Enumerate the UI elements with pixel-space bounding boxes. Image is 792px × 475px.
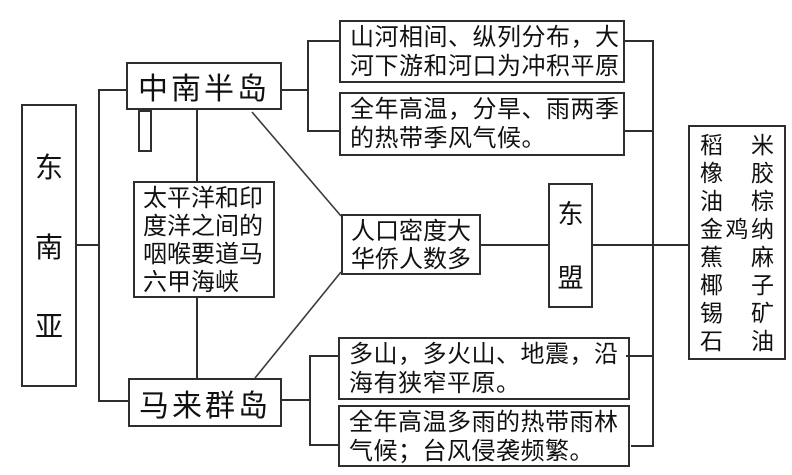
- product-item: 石油: [700, 329, 774, 354]
- connector-bracket-bottom: [309, 355, 311, 446]
- feature-line: 全年高温，分旱、雨两季: [350, 97, 620, 123]
- node-asean: 东 盟: [548, 183, 593, 308]
- node-southeast-asia-char: 亚: [34, 312, 63, 344]
- product-item: 油棕: [700, 189, 774, 214]
- connector-peninsula-strait: [196, 110, 198, 182]
- feature-line: 的热带季风气候。: [350, 126, 546, 152]
- product-item: 稻米: [700, 133, 774, 158]
- node-southeast-asia: 东 南 亚: [21, 104, 77, 387]
- node-peninsula-terrain: 山河相间、纵列分布，大 河下游和河口为冲积平原: [339, 20, 625, 83]
- product-item: 金鸡纳: [700, 217, 774, 242]
- node-southeast-asia-char: 东: [34, 152, 63, 184]
- node-malay-archipelago: 马来群岛: [128, 378, 282, 427]
- connector-archipelago-bracket: [281, 399, 311, 401]
- connector-terrain2-righttrunk: [626, 355, 654, 357]
- population-line: 华侨人数多: [351, 247, 471, 273]
- strait-line: 六甲海峡: [143, 270, 239, 296]
- connector-terrain-righttrunk: [624, 40, 654, 42]
- strait-line: 咽喉要道马: [143, 242, 263, 268]
- node-peninsula-climate: 全年高温，分旱、雨两季 的热带季风气候。: [339, 92, 625, 156]
- node-southeast-asia-char: 南: [34, 232, 63, 264]
- node-indochina-peninsula: 中南半岛: [126, 62, 282, 110]
- connector-bracket-terrain2: [309, 355, 340, 357]
- connector-peninsula-bracket: [281, 89, 309, 91]
- connector-bracket-climate: [307, 130, 340, 132]
- connector-right-trunk: [652, 40, 654, 447]
- node-products: 稻米 橡胶 油棕 金鸡纳 蕉麻 椰子 锡矿 石油: [688, 125, 786, 360]
- connector-climate2-righttrunk: [631, 445, 654, 447]
- product-item: 橡胶: [700, 161, 774, 186]
- node-asean-char: 东: [557, 200, 584, 229]
- feature-line: 多山，多火山、地震，沿: [349, 342, 619, 368]
- connector-bracket-top: [307, 40, 309, 132]
- node-population: 人口密度大 华侨人数多: [341, 214, 481, 275]
- node-archipelago-terrain: 多山，多火山、地震，沿 海有狭窄平原。: [338, 337, 630, 400]
- node-asean-char: 盟: [557, 264, 584, 293]
- strait-line: 太平洋和印: [143, 186, 263, 212]
- empty-small-box: [138, 110, 152, 152]
- connector-population-asean: [480, 244, 549, 246]
- connector-strait-archipelago: [196, 297, 198, 379]
- population-line: 人口密度大: [351, 219, 471, 245]
- strait-line: 度洋之间的: [143, 214, 263, 240]
- node-malacca-strait: 太平洋和印 度洋之间的 咽喉要道马 六甲海峡: [133, 181, 275, 298]
- node-archipelago-climate: 全年高温多雨的热带雨林 气候；台风侵袭频繁。: [338, 405, 630, 467]
- connector-asean-products: [592, 244, 689, 246]
- product-item: 椰子: [700, 273, 774, 298]
- feature-line: 全年高温多雨的热带雨林: [349, 410, 619, 436]
- connector-root-trunk: [75, 244, 100, 246]
- feature-line: 气候；台风侵袭频繁。: [349, 439, 594, 465]
- connector-left-trunk: [98, 89, 100, 402]
- feature-line: 山河相间、纵列分布，大: [350, 25, 620, 51]
- connector-trunk-archipelago: [98, 400, 130, 402]
- connector-climate-righttrunk: [624, 130, 654, 132]
- feature-line: 河下游和河口为冲积平原: [350, 54, 620, 80]
- connector-bracket-terrain: [307, 40, 340, 42]
- connector-trunk-peninsula: [98, 89, 128, 91]
- connector-bracket-climate2: [309, 444, 340, 446]
- feature-line: 海有狭窄平原。: [349, 371, 521, 397]
- product-item: 蕉麻: [700, 245, 774, 270]
- product-item: 锡矿: [700, 301, 774, 326]
